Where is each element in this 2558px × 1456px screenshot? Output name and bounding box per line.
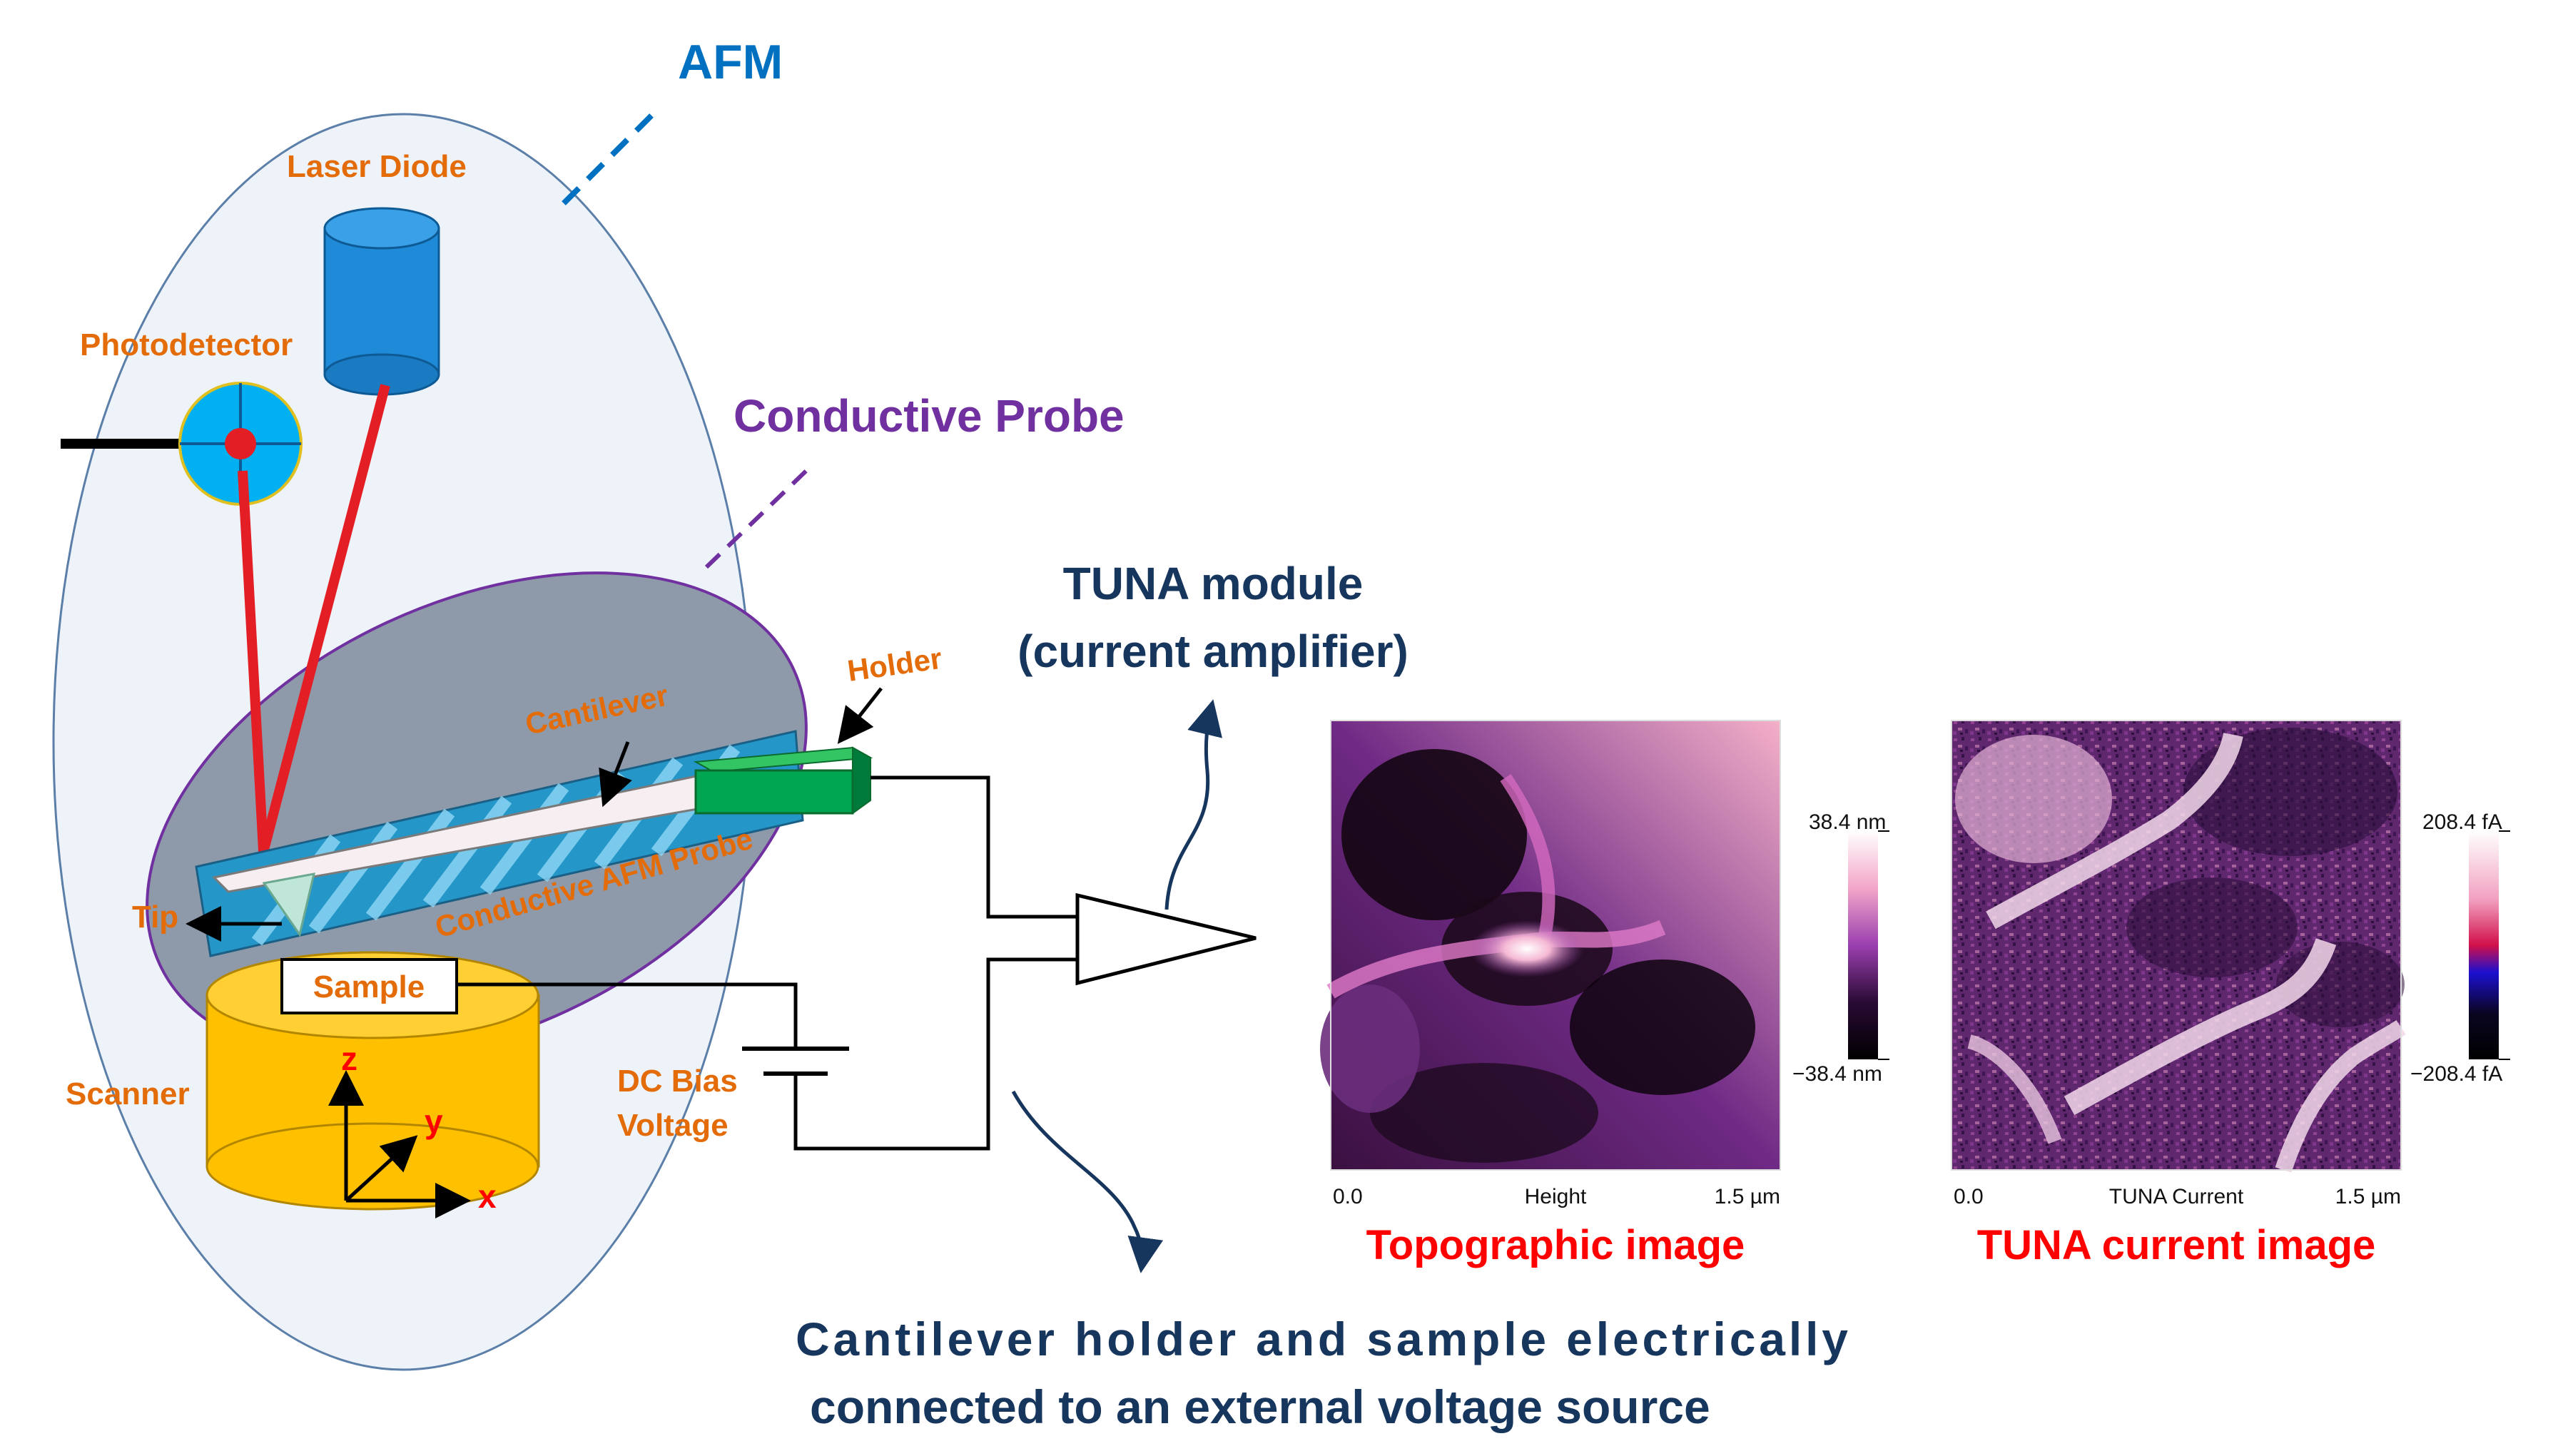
laser-diode-label: Laser Diode <box>287 149 467 184</box>
topo-scale-max: 38.4 nm <box>1809 810 1886 834</box>
dc-bias-label-line1: DC Bias <box>617 1064 738 1099</box>
laser-diode <box>323 207 440 396</box>
tuna-axis-name: TUNA Current <box>2109 1185 2244 1208</box>
tuna-module-label-line1: TUNA module <box>1063 558 1364 609</box>
photodetector <box>178 382 303 506</box>
bottom-caption-line2: connected to an external voltage source <box>810 1380 1710 1433</box>
topographic-caption: Topographic image <box>1366 1222 1745 1268</box>
tuna-scale-max: 208.4 fA <box>2422 810 2502 834</box>
axis-y-label: y <box>425 1103 443 1140</box>
tip-label: Tip <box>132 900 178 935</box>
scanner-label: Scanner <box>66 1076 190 1111</box>
tuna-colorbar <box>2469 831 2499 1059</box>
probe-leader-line <box>704 465 812 569</box>
probe-tip <box>262 872 315 937</box>
tuna-current-caption: TUNA current image <box>1977 1222 2376 1268</box>
tuna-axis-start: 0.0 <box>1954 1185 1984 1208</box>
afm-leader-line <box>562 105 662 205</box>
laser-beam-reflected <box>238 470 269 864</box>
cantilever-arrow <box>599 741 632 808</box>
circuit-wires <box>457 775 1077 1151</box>
topographic-colorbar <box>1848 831 1878 1059</box>
tuna-axis-end: 1.5 µm <box>2335 1185 2401 1208</box>
conductive-probe-label: Conductive Probe <box>734 390 1125 442</box>
topographic-image <box>1320 720 1781 1171</box>
tuna-scale-min: −208.4 fA <box>2410 1062 2502 1086</box>
afm-label: AFM <box>678 35 783 89</box>
topo-scale-min: −38.4 nm <box>1792 1062 1882 1086</box>
axis-z-label: z <box>341 1040 357 1077</box>
topo-axis-name: Height <box>1525 1185 1587 1208</box>
tuna-module-arrow <box>1164 699 1222 910</box>
axis-x-label: x <box>478 1178 497 1215</box>
topo-axis-end: 1.5 µm <box>1715 1185 1780 1208</box>
dc-bias-label-line2: Voltage <box>617 1108 729 1143</box>
tuna-current-image <box>1951 720 2406 1173</box>
probe-holder <box>693 746 873 815</box>
topo-axis-start: 0.0 <box>1333 1185 1363 1208</box>
sample-label: Sample <box>313 969 425 1004</box>
laser-beam-incident <box>255 384 390 865</box>
bottom-caption-arrow <box>1011 1090 1164 1273</box>
bottom-caption-line1: Cantilever holder and sample electricall… <box>796 1313 1848 1365</box>
current-amplifier-symbol <box>1075 892 1257 986</box>
photodetector-label: Photodetector <box>80 327 293 362</box>
scanner-axes <box>328 1070 471 1218</box>
tuna-module-label-line2: (current amplifier) <box>1017 626 1409 677</box>
holder-arrow <box>837 687 883 744</box>
holder-label: Holder <box>846 641 944 688</box>
